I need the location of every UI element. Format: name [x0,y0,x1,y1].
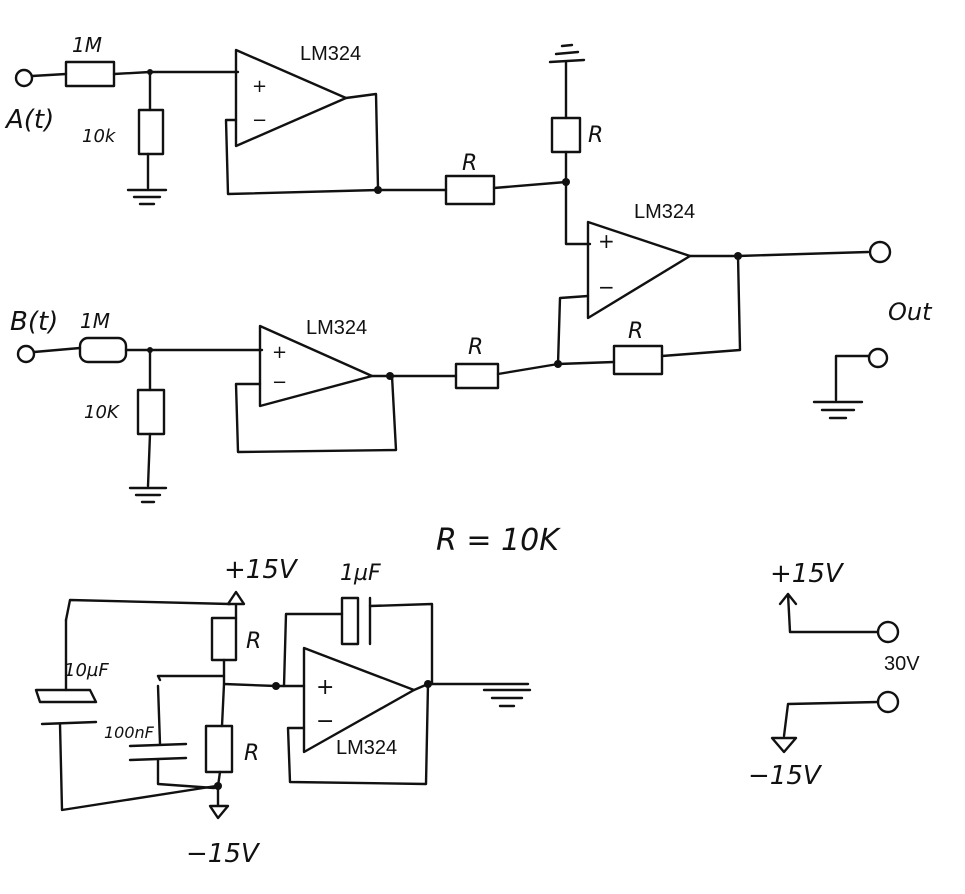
capacitor-1uf [340,596,360,646]
label-cap-100nf: 100nF [104,723,155,742]
resistor-b-shunt [136,388,166,436]
resistor-b-series [78,336,128,364]
opamp-a-label: LM324 [300,43,361,65]
label-r-b-sum: R [468,335,483,360]
opamp-b-label: LM324 [306,317,367,339]
label-cap-1uf: 1µF [340,561,381,586]
resistor-top-pull [550,116,582,154]
label-r-div-bottom: R [244,741,259,766]
terminal-input-b [16,344,36,364]
label-output: Out [888,298,933,326]
opamp-ground-plus: + [316,675,334,700]
resistor-divider-bottom [204,724,234,774]
label-r-b-series: 1M [80,309,110,333]
opamp-ground-minus: − [316,709,334,734]
terminal-output [868,240,892,264]
input-a-section: LM324 + − 1M 10k A(t) R [4,33,570,206]
resistor-feedback [612,344,664,376]
label-r-top-sum: R [462,151,477,176]
input-b-section: LM324 + − 1M 10K B(t) R [10,307,560,504]
label-r-a-series: 1M [72,33,102,57]
label-r-a-shunt: 10k [82,126,117,147]
opamp-summer: LM324 + − [586,201,695,320]
label-r-feedback: R [628,319,643,344]
label-rail-pos-left: +15V [224,555,299,585]
resistor-a-shunt [137,108,165,156]
supply-terminals: +15V 30V −15V [748,559,920,791]
opamp-ground-label: LM324 [336,737,397,759]
label-r-div-top: R [246,629,261,654]
terminal-neg-supply [876,690,900,714]
opamp-summer-minus: − [598,275,615,299]
resistor-top-sum [444,174,496,206]
capacitor-10uf [34,688,98,704]
resistor-a-series [64,60,116,88]
resistor-b-sum [454,362,500,390]
label-rail-pos-right: +15V [770,559,845,589]
label-r-b-shunt: 10K [84,402,120,423]
opamp-buffer-a: LM324 + − [234,43,361,148]
top-pull-section: R [548,43,603,246]
opamp-summer-label: LM324 [634,201,695,223]
label-rail-neg-right: −15V [748,761,823,791]
label-input-a: A(t) [4,105,54,135]
label-cap-10uf: 10µF [64,660,109,681]
opamp-b-minus: − [272,372,287,393]
terminal-output-ground [867,347,889,369]
label-r-top-pull: R [588,123,603,148]
label-input-b: B(t) [10,307,58,337]
terminal-input-a [14,68,34,88]
resistor-divider-top [210,616,238,662]
ground-symbol-a [126,188,168,206]
terminal-pos-supply [876,620,900,644]
opamp-summer-plus: + [598,229,615,253]
opamp-buffer-b: LM324 + − [258,317,374,408]
virtual-ground-section: +15V R R −15V 10µF 100nF LM324 + − [34,555,532,869]
opamp-b-plus: + [272,342,287,363]
label-supply-voltage: 30V [884,653,920,675]
capacitor-100nf [128,742,188,762]
opamp-ground: LM324 + − [302,646,416,759]
opamp-a-minus: − [252,110,267,131]
opamp-a-plus: + [252,76,267,97]
ground-symbol-b [128,486,168,504]
label-rail-neg-left: −15V [186,839,261,869]
note-r-value: R = 10K [436,523,561,558]
